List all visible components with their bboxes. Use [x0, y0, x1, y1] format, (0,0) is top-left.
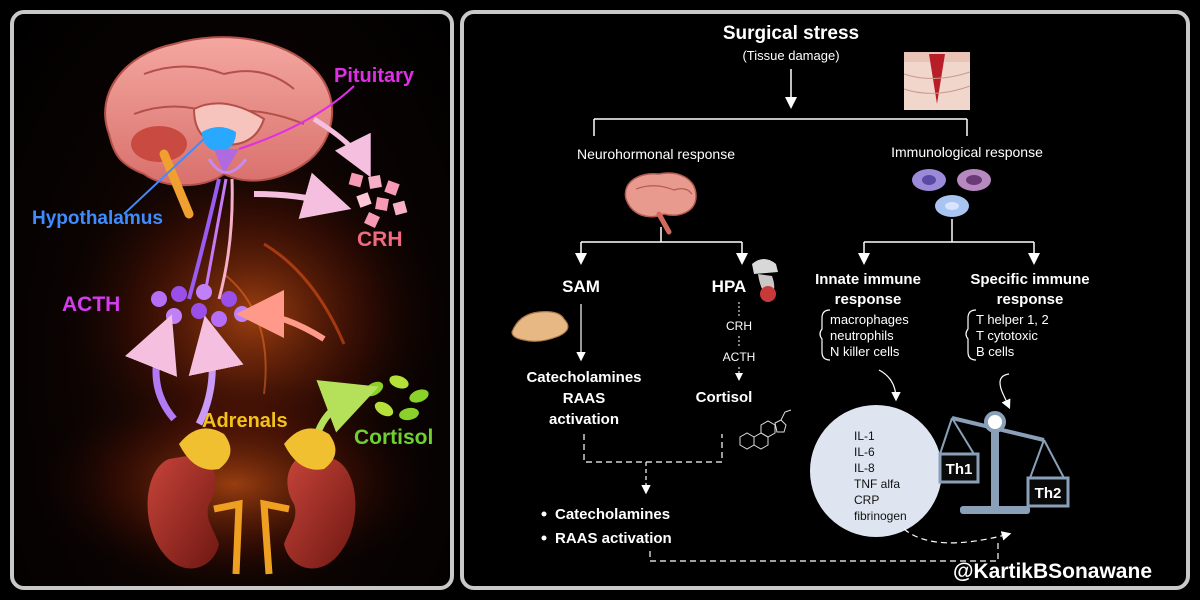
acth-label: ACTH	[62, 293, 120, 316]
cytokine-3: IL-8	[854, 461, 875, 475]
cytokine-5: CRP	[854, 493, 879, 507]
th1-label: Th1	[946, 461, 973, 478]
pituitary-icon	[752, 259, 778, 302]
left-kidney-icon	[147, 428, 243, 575]
innate-item-2: neutrophils	[830, 328, 894, 343]
hypothalamus-label: Hypothalamus	[32, 208, 163, 229]
brain-icon	[624, 172, 697, 235]
right-kidney-icon	[260, 428, 356, 575]
hpa-label: HPA	[712, 277, 747, 296]
immune-cells-icon	[912, 169, 991, 217]
hpa-acth-label: ACTH	[723, 350, 756, 364]
innate-title-line-2: response	[835, 291, 902, 308]
author-watermark: @KartikBSonawane	[952, 560, 1152, 583]
innate-item-1: macrophages	[830, 312, 909, 327]
specific-title-line-2: response	[997, 291, 1064, 308]
pituitary-stalk	[214, 149, 239, 174]
crh-label: CRH	[357, 228, 403, 251]
hpa-crh-label: CRH	[726, 319, 752, 333]
pituitary-label: Pituitary	[334, 65, 415, 87]
adrenals-label: Adrenals	[202, 410, 288, 432]
th2-label: Th2	[1035, 485, 1062, 502]
sam-result-line-3: activation	[549, 411, 619, 428]
hpa-illustration: Pituitary Hypothalamus CRH ACTH Adrenals…	[24, 36, 450, 586]
specific-item-2: T cytotoxic	[976, 328, 1038, 343]
hypothalamus-shape	[202, 127, 236, 152]
stress-response-diagram-panel: Surgical stress (Tissue damage) Neurohor…	[460, 10, 1190, 590]
bullet-catecholamines: Catecholamines	[555, 506, 670, 523]
adrenal-gland-icon	[511, 311, 569, 342]
cytokine-circle	[810, 405, 942, 537]
brain-icon	[104, 36, 334, 219]
cytokine-6: fibrinogen	[854, 509, 907, 523]
hpa-illustration-panel: Pituitary Hypothalamus CRH ACTH Adrenals…	[10, 10, 454, 590]
balance-scale-icon	[938, 411, 1070, 514]
stress-response-diagram: Surgical stress (Tissue damage) Neurohor…	[511, 23, 1090, 562]
neurohormonal-heading: Neurohormonal response	[577, 146, 735, 162]
crh-molecules	[348, 172, 408, 228]
sam-result-line-2: RAAS	[563, 390, 606, 407]
innate-title-line-1: Innate immune	[815, 271, 921, 288]
cytokine-4: TNF alfa	[854, 477, 900, 491]
diagram-title: Surgical stress	[723, 23, 859, 44]
bullet-raas-activation: RAAS activation	[555, 530, 672, 547]
sam-label: SAM	[562, 277, 600, 296]
sam-result-line-1: Catecholamines	[526, 369, 641, 386]
tissue-damage-icon	[903, 52, 971, 110]
cortisol-label: Cortisol	[354, 426, 433, 449]
diagram-subtitle: (Tissue damage)	[742, 48, 839, 63]
cortisol-molecule-icon	[739, 409, 792, 450]
specific-item-1: T helper 1, 2	[976, 312, 1049, 327]
specific-title-line-1: Specific immune	[970, 271, 1089, 288]
specific-item-3: B cells	[976, 344, 1015, 359]
hpa-cortisol-label: Cortisol	[696, 389, 753, 406]
immunological-heading: Immunological response	[891, 144, 1043, 160]
cytokine-1: IL-1	[854, 429, 875, 443]
cytokine-2: IL-6	[854, 445, 875, 459]
innate-item-3: N killer cells	[830, 344, 900, 359]
